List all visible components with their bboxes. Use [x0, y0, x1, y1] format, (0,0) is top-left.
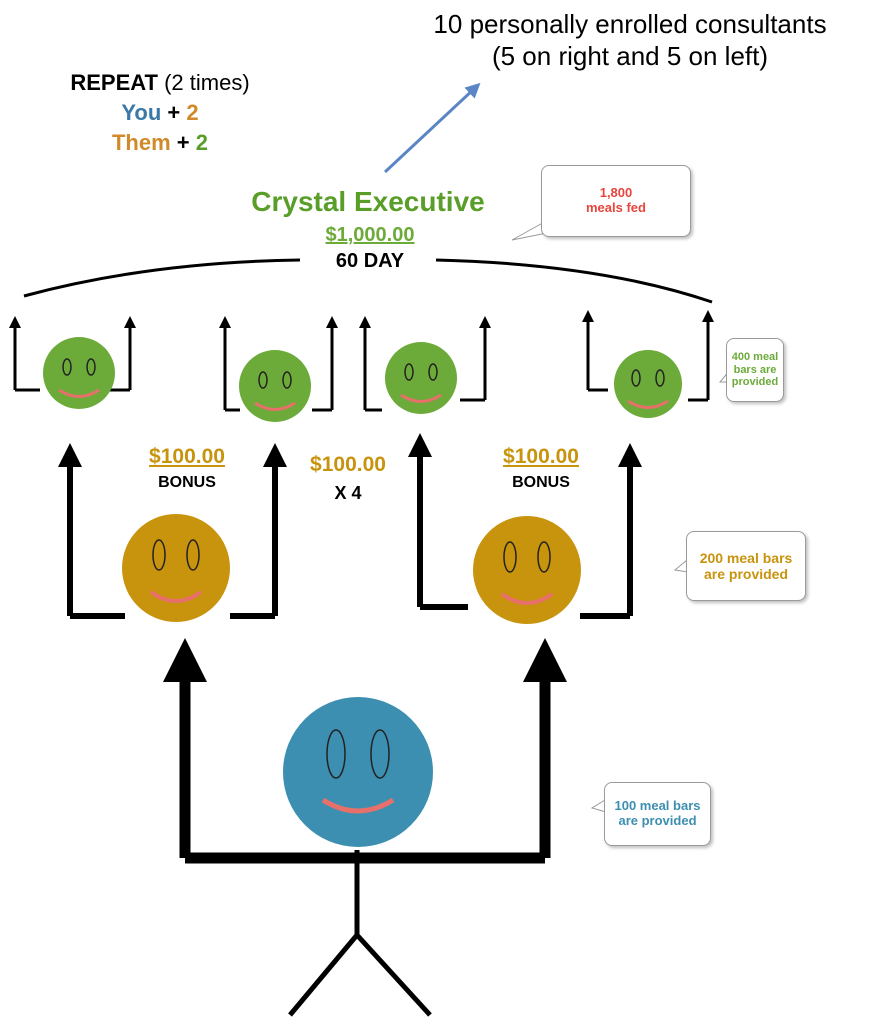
smiley-face-icon	[614, 350, 682, 418]
bonus-left-label: BONUS	[158, 474, 216, 491]
callout-tail	[590, 799, 607, 813]
them-op: +	[176, 130, 190, 155]
smiley-face-icon	[43, 337, 115, 409]
top-arc-right	[435, 258, 713, 304]
meals-fed-callout: 1,800 meals fed	[541, 165, 691, 237]
them-line: Them + 2	[70, 128, 249, 158]
them-word: Them	[111, 130, 171, 155]
pointer-arrow-icon	[383, 82, 481, 174]
top-arc-left	[23, 258, 301, 298]
level1-callout-line1: 100 meal bars	[614, 798, 701, 814]
you-op: +	[167, 100, 181, 125]
rank-title: Crystal Executive	[251, 186, 485, 217]
you-word: You	[121, 100, 162, 125]
them-count: 2	[195, 130, 209, 155]
enrolled-consultants-note: 10 personally enrolled consultants (5 on…	[433, 8, 826, 72]
level3-callout-line2: bars are	[733, 363, 777, 376]
bonus-right-label: BONUS	[512, 474, 570, 491]
meals-fed-text: meals fed	[586, 200, 646, 215]
meals-fed-number: 1,800	[599, 185, 633, 201]
bonus-left-amount: $100.00	[149, 445, 225, 468]
level3-callout-line3: provided	[731, 376, 779, 389]
level3-brackets	[9, 310, 714, 412]
bonus-right-amount: $100.00	[503, 445, 579, 468]
bonus-middle-label: X 4	[334, 483, 362, 503]
repeat-detail: (2 times)	[164, 70, 250, 95]
level1-callout-line2: are provided	[618, 813, 697, 828]
level2-callout: 200 meal bars are provided	[686, 531, 806, 601]
bonus-middle: $100.00 X 4	[310, 451, 386, 507]
smiley-face-icon	[283, 697, 433, 847]
smiley-face-icon	[473, 516, 581, 624]
stick-figure-icon	[288, 850, 432, 1017]
level1-brackets	[163, 638, 567, 864]
level3-callout-line1: 400 meal	[731, 351, 779, 364]
level2-callout-line1: 200 meal bars	[699, 549, 793, 566]
repeat-word: REPEAT	[70, 70, 158, 95]
level1-callout: 100 meal bars are provided	[604, 782, 711, 846]
smiley-face-icon	[122, 514, 230, 622]
smiley-face-icon	[239, 350, 311, 422]
level3-callout: 400 meal bars are provided	[726, 338, 784, 402]
repeat-block: REPEAT (2 times) You + 2 Them + 2	[70, 68, 249, 158]
repeat-line: REPEAT (2 times)	[70, 68, 249, 98]
rank-amount: $1,000.00	[325, 224, 415, 246]
level2-callout-line2: are provided	[703, 566, 789, 582]
note-line-2: (5 on right and 5 on left)	[491, 41, 769, 71]
rank-period: 60 DAY	[335, 250, 405, 272]
level2-brackets	[58, 433, 642, 619]
bonus-left: $100.00 BONUS	[149, 444, 225, 496]
you-count: 2	[186, 100, 199, 125]
bonus-middle-amount: $100.00	[310, 453, 386, 476]
smiley-face-icon	[385, 342, 457, 414]
callout-tail	[673, 559, 689, 573]
bonus-right: $100.00 BONUS	[503, 444, 579, 496]
you-line: You + 2	[70, 98, 249, 128]
note-line-1: 10 personally enrolled consultants	[433, 9, 827, 39]
